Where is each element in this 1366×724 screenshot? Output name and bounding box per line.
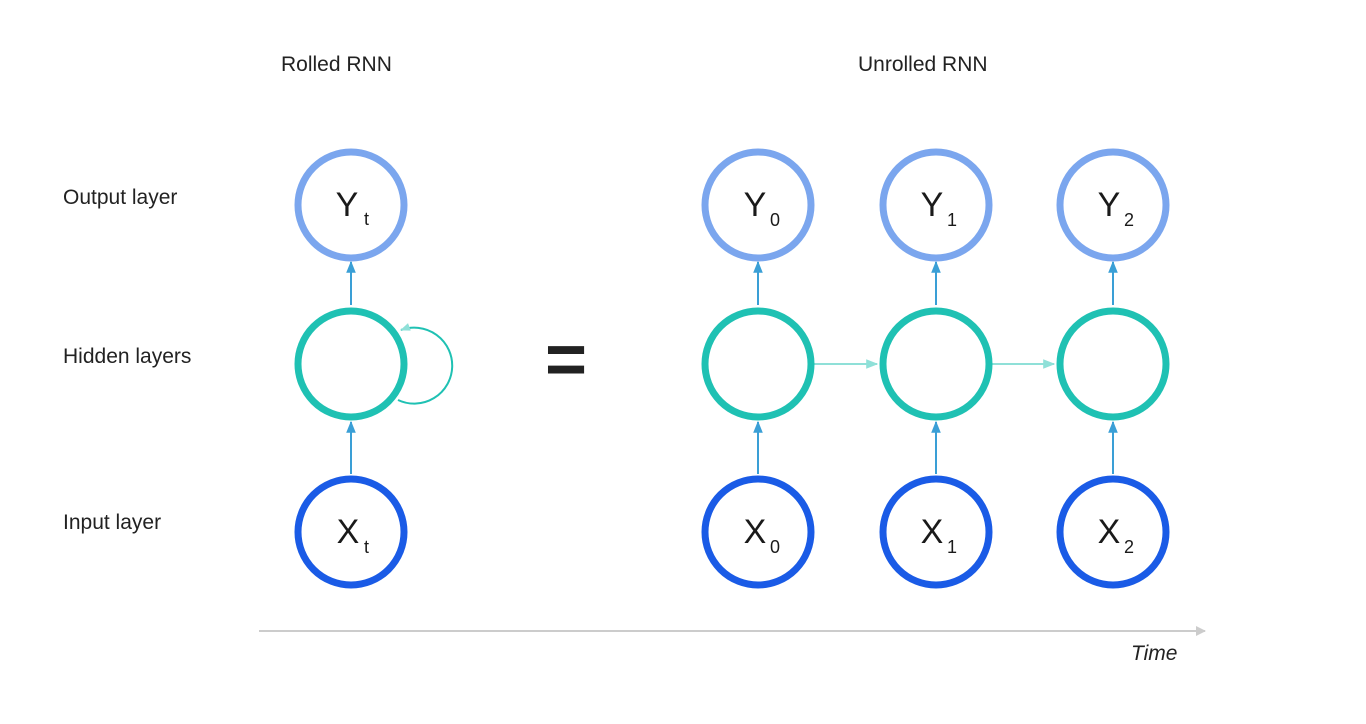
unrolled-output-node-0 bbox=[701, 148, 815, 262]
rolled-input-node-label: X bbox=[337, 513, 360, 551]
unrolled-input-node-2-label: X bbox=[1098, 513, 1121, 551]
unrolled-hidden-node-2 bbox=[1056, 307, 1170, 421]
unrolled-rnn-title: Unrolled RNN bbox=[858, 53, 988, 76]
equals-sign: = bbox=[545, 320, 587, 400]
unrolled-output-node-1-subscript: 1 bbox=[947, 210, 957, 230]
rolled-rnn-title: Rolled RNN bbox=[281, 53, 392, 76]
unrolled-input-node-2-subscript: 2 bbox=[1124, 537, 1134, 557]
unrolled-output-node-0-subscript: 0 bbox=[770, 210, 780, 230]
rolled-input-node-subscript: t bbox=[364, 537, 369, 557]
rolled-hidden-node bbox=[294, 307, 408, 421]
unrolled-output-node-2-label: Y bbox=[1098, 186, 1121, 224]
unrolled-input-node-0-label: X bbox=[744, 513, 767, 551]
unrolled-hidden-node-0 bbox=[701, 307, 815, 421]
unrolled-output-node-1-label: Y bbox=[921, 186, 944, 224]
unrolled-input-node-0 bbox=[701, 475, 815, 589]
unrolled-output-node-0-label: Y bbox=[744, 186, 767, 224]
unrolled-input-node-2 bbox=[1056, 475, 1170, 589]
unrolled-output-node-2 bbox=[1056, 148, 1170, 262]
unrolled-input-node-1-subscript: 1 bbox=[947, 537, 957, 557]
unrolled-output-node-2-subscript: 2 bbox=[1124, 210, 1134, 230]
rolled-input-node bbox=[294, 475, 408, 589]
recurrent-loop-arrow bbox=[397, 323, 454, 405]
rolled-output-node bbox=[294, 148, 408, 262]
unrolled-input-node-1 bbox=[879, 475, 993, 589]
hidden-layers-label: Hidden layers bbox=[63, 345, 192, 368]
unrolled-input-node-0-subscript: 0 bbox=[770, 537, 780, 557]
unrolled-output-node-1 bbox=[879, 148, 993, 262]
unrolled-input-node-1-label: X bbox=[921, 513, 944, 551]
rolled-output-node-subscript: t bbox=[364, 209, 369, 229]
time-axis-label: Time bbox=[1131, 642, 1178, 665]
rolled-output-node-label: Y bbox=[336, 186, 359, 224]
unrolled-hidden-node-1 bbox=[879, 307, 993, 421]
input-layer-label: Input layer bbox=[63, 511, 162, 534]
output-layer-label: Output layer bbox=[63, 186, 178, 209]
